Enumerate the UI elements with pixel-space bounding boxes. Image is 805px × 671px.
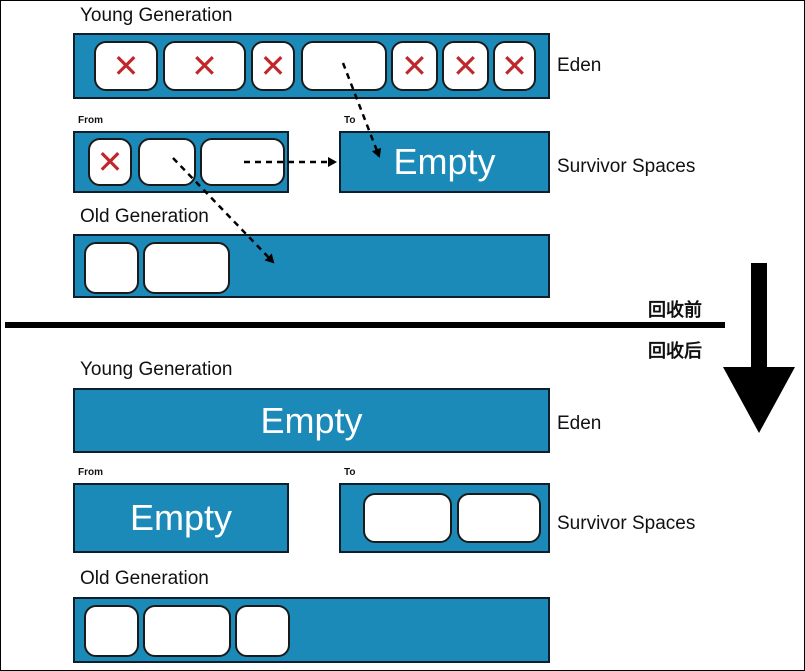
empty-text: Empty: [393, 141, 496, 182]
arrow-eden-to-survivor: [341, 62, 382, 158]
dead-x-icon: ✕: [452, 47, 479, 85]
object-live: [143, 605, 231, 657]
from-survivor-after: Empty: [73, 483, 289, 553]
object-dead: ✕: [493, 41, 536, 91]
object-dead: ✕: [391, 41, 438, 91]
old-generation-label-after: Old Generation: [80, 568, 209, 589]
eden-region-after: Empty: [73, 388, 550, 453]
arrow-survivor-to-old: [172, 157, 275, 264]
eden-label-before: Eden: [557, 55, 602, 76]
empty-text: Empty: [260, 399, 363, 441]
empty-text: Empty: [129, 497, 233, 538]
object-dead: ✕: [163, 41, 246, 91]
from-label-after: From: [78, 467, 103, 478]
dead-x-icon: ✕: [259, 47, 287, 85]
object-dead: ✕: [251, 41, 295, 91]
after-gc-label: 回收后: [648, 341, 702, 362]
object-live: [84, 605, 139, 657]
dead-x-icon: ✕: [112, 47, 140, 85]
to-survivor-before: Empty: [339, 131, 550, 193]
young-generation-label-before: Young Generation: [80, 5, 233, 26]
object-dead: ✕: [442, 41, 489, 91]
object-dead: ✕: [94, 41, 158, 91]
eden-region-before: ✕ ✕ ✕ ✕ ✕ ✕: [73, 33, 550, 99]
to-label-before: To: [344, 115, 356, 126]
object-live: [363, 493, 452, 543]
dead-x-icon: ✕: [191, 47, 218, 85]
object-live: [235, 605, 290, 657]
young-generation-label-after: Young Generation: [80, 359, 233, 380]
survivor-spaces-label-before: Survivor Spaces: [557, 156, 696, 177]
object-live: [143, 242, 230, 294]
dead-x-icon: ✕: [401, 47, 428, 85]
object-live: [138, 138, 196, 186]
eden-label-after: Eden: [557, 413, 602, 434]
old-generation-region-after: [73, 597, 550, 663]
to-survivor-after: [339, 483, 550, 553]
before-gc-label: 回收前: [648, 300, 702, 321]
survivor-spaces-label-after: Survivor Spaces: [557, 513, 696, 534]
down-arrow-icon: [723, 263, 795, 433]
to-label-after: To: [344, 467, 356, 478]
from-label-before: From: [78, 115, 103, 126]
dead-x-icon: ✕: [96, 143, 124, 181]
object-live: [457, 493, 541, 543]
old-generation-region-before: [73, 234, 550, 298]
dead-x-icon: ✕: [501, 47, 528, 85]
object-live: [84, 242, 139, 294]
old-generation-label-before: Old Generation: [80, 206, 209, 227]
from-survivor-before: ✕: [73, 131, 289, 193]
object-dead: ✕: [88, 138, 132, 186]
gc-divider-line: [5, 322, 725, 328]
